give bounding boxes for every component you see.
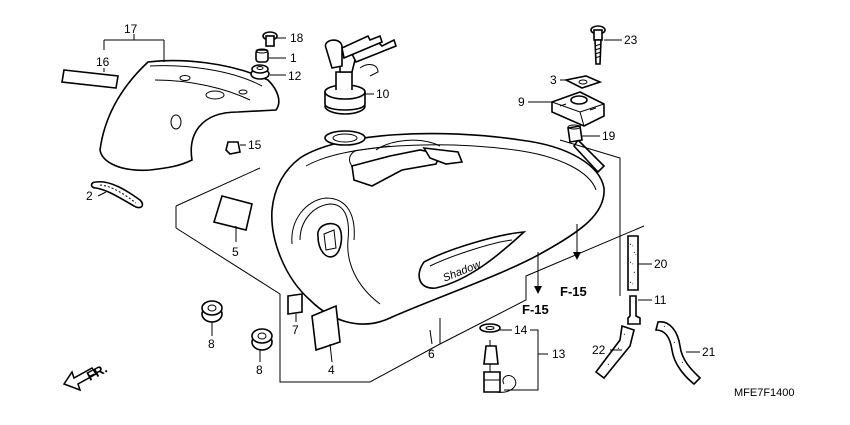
fuel-cap-key-set [324, 34, 397, 115]
callout-8b: 8 [256, 363, 263, 377]
callout-21: 21 [702, 345, 716, 359]
collar-19 [567, 124, 583, 143]
callout-16: 16 [96, 55, 110, 69]
callout-14: 14 [514, 323, 528, 337]
callout-20: 20 [654, 257, 668, 271]
callout-5: 5 [232, 245, 239, 259]
callout-7: 7 [292, 323, 299, 337]
callout-labels: 17 16 18 1 12 10 15 2 5 23 3 9 19 20 11 … [86, 22, 716, 377]
callout-22: 22 [592, 343, 606, 357]
callout-1: 1 [290, 51, 297, 65]
callout-6: 6 [428, 347, 435, 361]
pad-4 [311, 304, 341, 352]
callout-3: 3 [550, 73, 557, 87]
callout-13: 13 [552, 347, 566, 361]
assembly-outline [175, 139, 645, 383]
rubber-mount-8b [251, 328, 273, 351]
rubber-strip [61, 69, 119, 89]
diagram-code: MFE7F1400 [734, 387, 795, 399]
tube-21 [654, 321, 702, 386]
fuel-sender-unit [479, 323, 517, 393]
callout-2: 2 [86, 189, 93, 203]
callout-17: 17 [124, 22, 138, 36]
mount-block-9 [551, 91, 605, 127]
collar-1 [255, 48, 269, 63]
callout-15: 15 [248, 138, 262, 152]
tube-22 [594, 324, 635, 380]
nut-15 [225, 141, 241, 155]
strip-pad [90, 180, 144, 209]
callout-19: 19 [602, 129, 616, 143]
callout-8a: 8 [208, 337, 215, 351]
bolt-23 [590, 25, 606, 65]
screw-18 [262, 31, 278, 47]
pad-7 [287, 293, 303, 315]
leader-lines [97, 34, 700, 391]
ref-label-f15-a: F-15 [522, 302, 549, 317]
washer-plate-3 [563, 75, 603, 89]
callout-10: 10 [376, 87, 390, 101]
pad-5 [212, 195, 253, 231]
front-direction-arrow-icon [62, 367, 98, 392]
ref-label-f15-b: F-15 [560, 284, 587, 299]
fuel-tank: Shadow [271, 130, 606, 325]
callout-4: 4 [328, 363, 335, 377]
tube-20 [627, 235, 639, 291]
joint-11 [627, 295, 641, 325]
rubber-mount-8a [201, 300, 223, 323]
ref-arrow-b [573, 224, 581, 260]
ref-arrow-a [534, 252, 542, 294]
front-marker: FR. [84, 361, 110, 384]
callout-23: 23 [624, 33, 638, 47]
callout-18: 18 [290, 31, 304, 45]
callout-11: 11 [654, 293, 667, 307]
callout-9: 9 [518, 95, 525, 109]
grommet-12 [250, 64, 270, 80]
callout-12: 12 [288, 69, 302, 83]
tank-cover [99, 59, 280, 172]
